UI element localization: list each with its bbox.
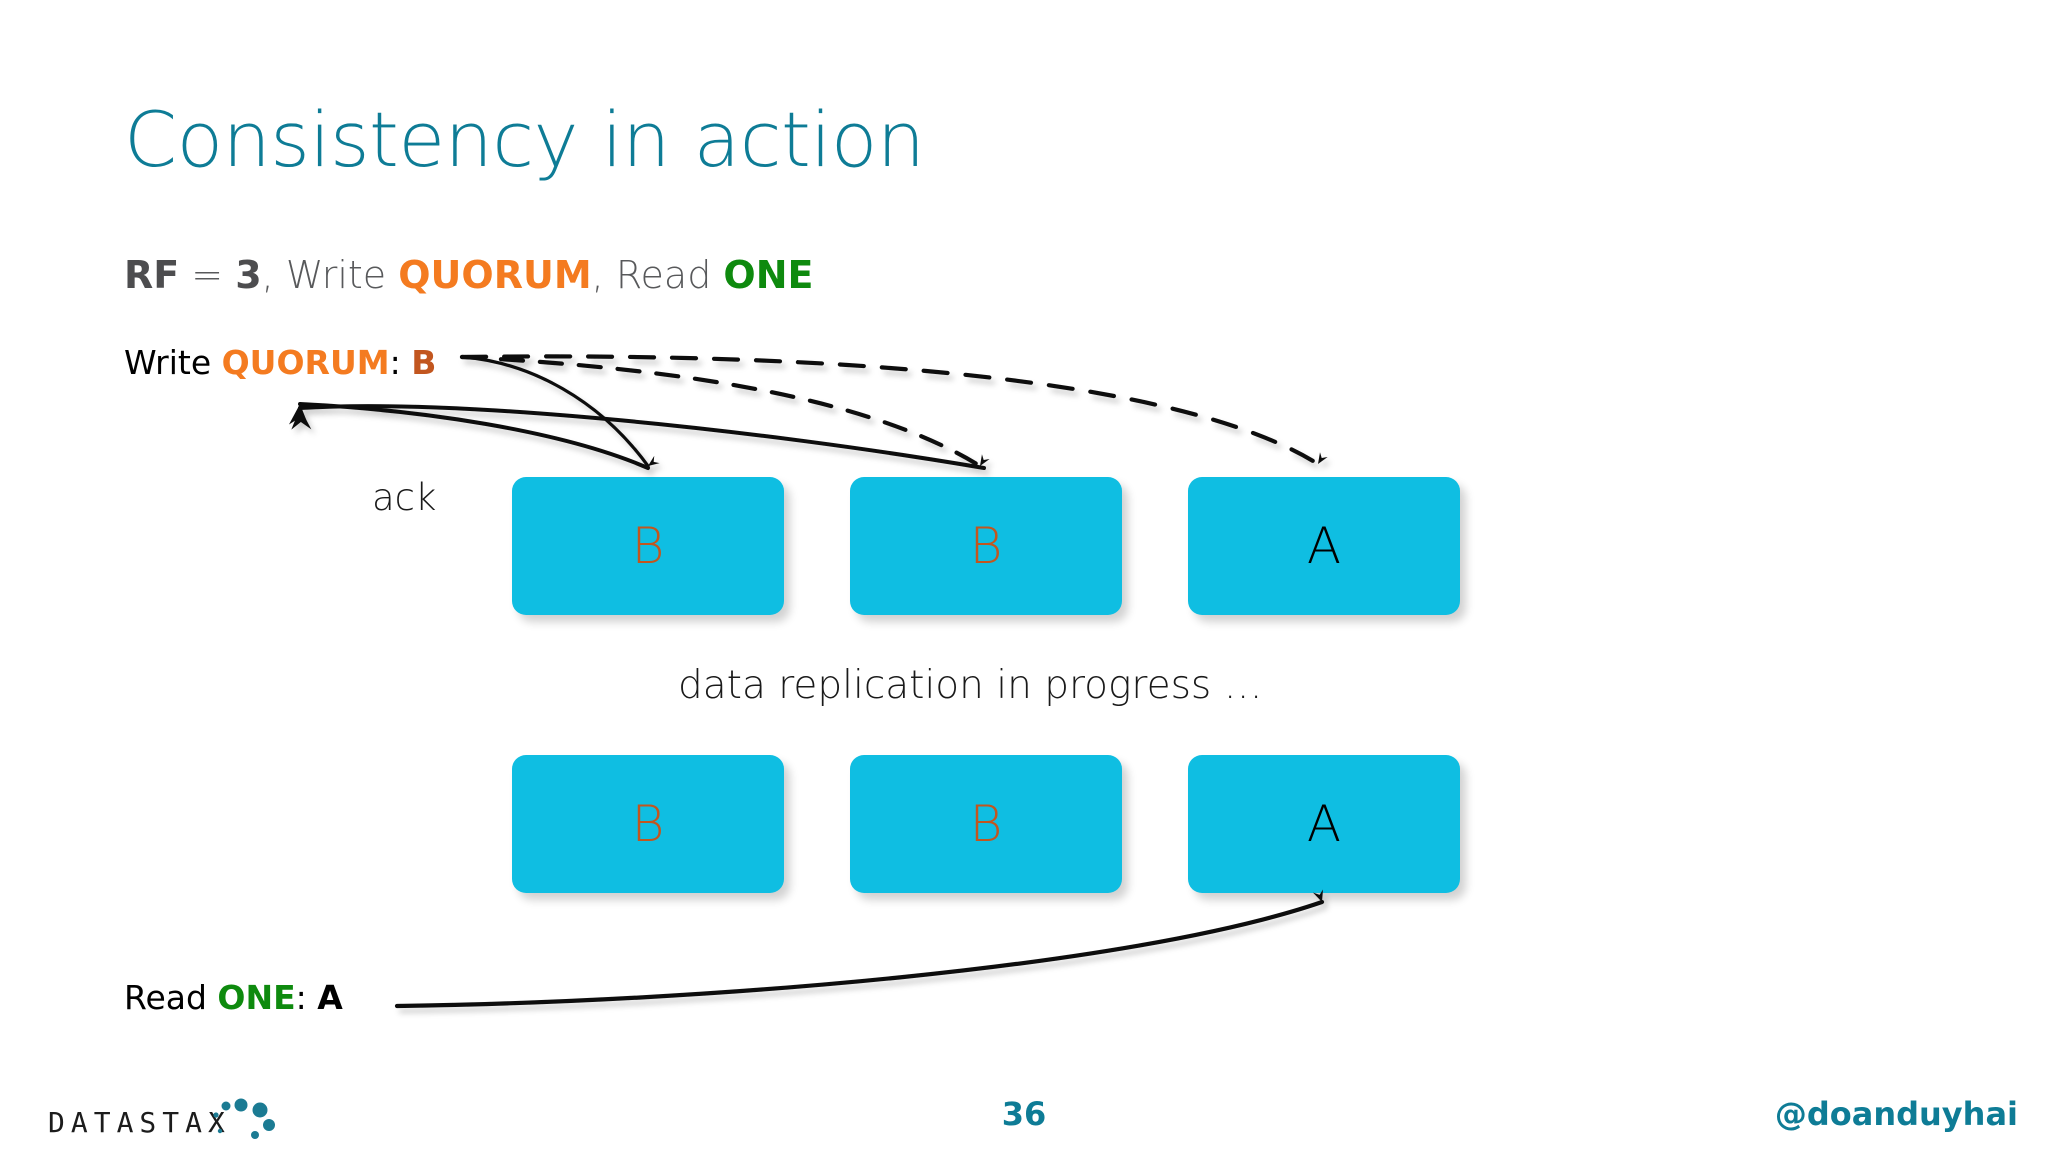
- author-handle: @doanduyhai: [1774, 1095, 2018, 1133]
- read-request-level: ONE: [217, 978, 296, 1017]
- node-row2-replica3: A: [1188, 755, 1460, 893]
- datastax-logo: DATASTAX: [48, 1098, 298, 1144]
- read-request-label: Read ONE: A: [124, 978, 343, 1017]
- write-request-value: B: [411, 343, 437, 382]
- consistency-settings-line: RF = 3, Write QUORUM, Read ONE: [124, 253, 813, 297]
- write-arrow-replica3: [459, 354, 1328, 467]
- node-row1-replica3: A: [1188, 477, 1460, 615]
- node-row2-replica1: B: [512, 755, 784, 893]
- read-label: Read: [615, 253, 724, 297]
- ack-arrow-replica2: [291, 404, 986, 470]
- write-request-label: Write QUORUM: B: [124, 343, 436, 382]
- node-row1-replica2: B: [850, 477, 1122, 615]
- rf-label: RF: [124, 253, 180, 297]
- node-row1-replica1: B: [512, 477, 784, 615]
- page-title: Consistency in action: [124, 95, 925, 184]
- ack-arrow-replica1: [288, 402, 650, 470]
- read-request-colon: :: [295, 978, 318, 1017]
- write-consistency-level: QUORUM: [398, 253, 592, 297]
- read-arrow-replica3: [394, 889, 1325, 1009]
- subtitle-sep-1: ,: [261, 253, 286, 297]
- read-consistency-level: ONE: [723, 253, 814, 297]
- replication-status-text: data replication in progress …: [678, 663, 1263, 708]
- write-request-level: QUORUM: [221, 343, 390, 382]
- rf-equals: =: [179, 253, 236, 297]
- read-request-value: A: [317, 978, 343, 1017]
- write-arrow-replica2: [459, 354, 990, 469]
- datastax-logo-dots-icon: [213, 1098, 275, 1139]
- subtitle-sep-2: ,: [591, 253, 616, 297]
- page-number: 36: [1001, 1095, 1047, 1133]
- write-request-colon: :: [389, 343, 412, 382]
- write-label: Write: [285, 253, 399, 297]
- read-request-prefix: Read: [124, 978, 218, 1017]
- rf-value: 3: [235, 253, 262, 297]
- ack-label: ack: [372, 476, 437, 519]
- write-request-prefix: Write: [124, 343, 222, 382]
- datastax-logo-text: DATASTAX: [48, 1106, 231, 1139]
- write-arrow-replica1: [460, 355, 660, 468]
- node-row2-replica2: B: [850, 755, 1122, 893]
